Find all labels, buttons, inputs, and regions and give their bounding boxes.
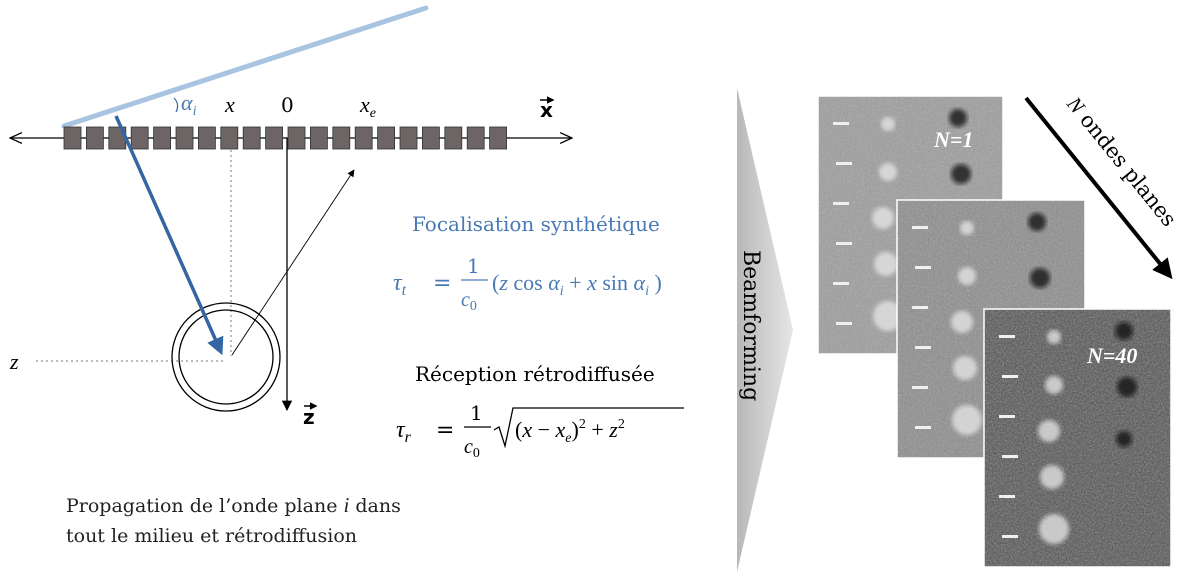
transducer-element bbox=[197, 126, 216, 150]
svg-text:τt: τt bbox=[393, 270, 407, 299]
bright-inclusion bbox=[873, 301, 903, 331]
transducer-element bbox=[332, 126, 351, 150]
transducer-element bbox=[63, 126, 82, 150]
angle-arc bbox=[173, 97, 179, 113]
ultrasound-image-3 bbox=[983, 308, 1172, 568]
transducer-element bbox=[265, 126, 284, 150]
transducer-element bbox=[86, 126, 104, 150]
bright-inclusion bbox=[1038, 420, 1060, 442]
transducer-element bbox=[130, 126, 149, 150]
transducer-element bbox=[421, 126, 440, 150]
transducer-element bbox=[354, 126, 373, 150]
wire-target bbox=[999, 495, 1015, 498]
dark-inclusion bbox=[1117, 377, 1137, 397]
dark-inclusion bbox=[1115, 322, 1133, 340]
caption-line-1: Propagation de l’onde plane i dans bbox=[66, 493, 401, 517]
dark-inclusion bbox=[951, 164, 971, 184]
xe-label: xe bbox=[359, 92, 376, 121]
svg-text:c0: c0 bbox=[464, 436, 480, 461]
bright-inclusion bbox=[872, 207, 894, 229]
synthetic-focusing-title: Focalisation synthétique bbox=[412, 212, 660, 236]
transducer-element bbox=[287, 126, 306, 150]
wire-target bbox=[1002, 375, 1018, 378]
transducer-element bbox=[444, 126, 463, 150]
svg-text:τr: τr bbox=[396, 417, 412, 446]
bright-inclusion bbox=[953, 356, 977, 380]
bright-inclusion bbox=[960, 221, 974, 235]
beamforming-arrow: Beamforming bbox=[737, 88, 793, 572]
bright-inclusion bbox=[951, 311, 973, 333]
dark-inclusion bbox=[949, 109, 967, 127]
wire-target bbox=[912, 386, 928, 389]
tau-r-formula: τr = 1 c0 (x − xe)2 + z2 bbox=[396, 401, 684, 461]
dark-inclusion bbox=[1116, 431, 1132, 447]
bright-inclusion bbox=[879, 163, 897, 181]
ultrasound-image-stack: N=1N=40 bbox=[817, 95, 1172, 568]
caption-line-2: tout le milieu et rétrodiffusion bbox=[66, 525, 357, 547]
svg-text:(x − xe)2 + z2: (x − xe)2 + z2 bbox=[515, 417, 625, 446]
plane-wave-front bbox=[61, 5, 429, 129]
bright-inclusion bbox=[952, 405, 982, 435]
transducer-element bbox=[242, 126, 261, 150]
wire-target bbox=[833, 202, 849, 205]
transducer-element bbox=[399, 126, 418, 150]
image-label-n40: N=40 bbox=[1086, 343, 1137, 368]
wire-target bbox=[833, 122, 849, 125]
transducer-element bbox=[220, 126, 239, 150]
wire-target bbox=[999, 335, 1015, 338]
transducer-element bbox=[466, 126, 485, 150]
svg-text:1: 1 bbox=[467, 254, 480, 278]
transducer-element bbox=[153, 126, 172, 150]
wire-target bbox=[836, 322, 852, 325]
bright-inclusion bbox=[1039, 514, 1069, 544]
svg-text:=: = bbox=[436, 418, 454, 443]
transducer-array bbox=[63, 126, 508, 150]
wire-target bbox=[836, 242, 852, 245]
bright-inclusion bbox=[874, 252, 898, 276]
transducer-element bbox=[377, 126, 396, 150]
wire-target bbox=[833, 282, 849, 285]
x-axis-label: x bbox=[540, 98, 553, 122]
z-axis-label: z bbox=[303, 405, 315, 429]
svg-text:1: 1 bbox=[470, 401, 483, 425]
transducer-element bbox=[175, 126, 194, 150]
dark-inclusion bbox=[1030, 268, 1050, 288]
wire-target bbox=[1002, 455, 1018, 458]
transducer-element bbox=[489, 126, 508, 150]
bright-inclusion bbox=[1045, 376, 1063, 394]
dark-inclusion bbox=[1028, 213, 1046, 231]
bright-inclusion bbox=[1040, 465, 1064, 489]
zero-label: 0 bbox=[281, 93, 294, 117]
wire-target bbox=[915, 266, 931, 269]
formula-block: Focalisation synthétique τt = 1 c0 (z co… bbox=[393, 212, 684, 461]
wire-target bbox=[1002, 535, 1018, 538]
beamforming-label: Beamforming bbox=[738, 250, 763, 401]
transmit-ray-arrow bbox=[114, 115, 224, 356]
scatterer-outer-circle bbox=[171, 302, 281, 412]
reception-title: Réception rétrodiffusée bbox=[415, 362, 655, 386]
wire-target bbox=[915, 346, 931, 349]
image-label-n1: N=1 bbox=[933, 127, 973, 152]
wire-target bbox=[915, 426, 931, 429]
bright-inclusion bbox=[958, 267, 976, 285]
bright-inclusion bbox=[881, 117, 895, 131]
wire-target bbox=[999, 415, 1015, 418]
wire-target bbox=[836, 162, 852, 165]
z-label: z bbox=[9, 349, 19, 374]
wire-target bbox=[912, 226, 928, 229]
backscatter-arrow bbox=[231, 169, 355, 356]
scatterer-inner-circle bbox=[178, 309, 274, 405]
x-label: x bbox=[224, 92, 235, 117]
svg-text:(z cos αi + x sin αi ): (z cos αi + x sin αi ) bbox=[492, 270, 662, 299]
bright-inclusion bbox=[1047, 330, 1061, 344]
svg-text:c0: c0 bbox=[461, 289, 477, 314]
alpha-label: αi bbox=[181, 90, 197, 119]
transducer-element bbox=[309, 126, 328, 150]
svg-text:=: = bbox=[433, 271, 451, 296]
wire-target bbox=[912, 306, 928, 309]
tau-t-formula: τt = 1 c0 (z cos αi + x sin αi ) bbox=[393, 254, 662, 314]
